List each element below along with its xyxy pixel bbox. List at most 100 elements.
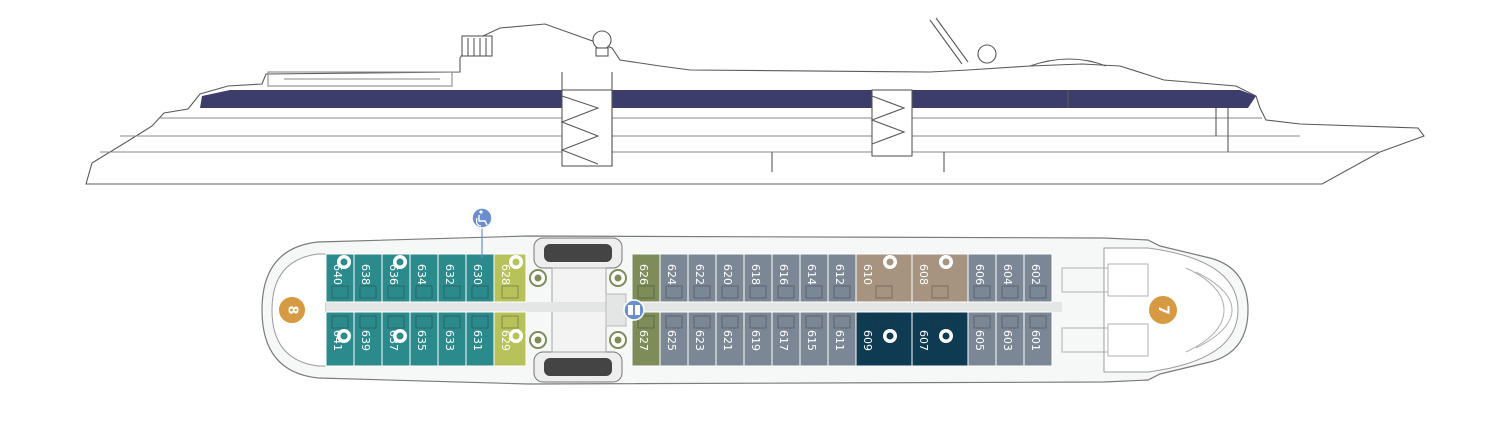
- cabin-bath: [471, 285, 489, 299]
- cabin-634[interactable]: [409, 253, 439, 303]
- cabin-bath: [721, 315, 739, 329]
- cabin-number: 640: [331, 264, 344, 285]
- cabin-bath: [415, 315, 433, 329]
- cabin-612[interactable]: [827, 253, 857, 303]
- cabin-bath: [387, 315, 405, 329]
- cabin-feature-icon-dot: [396, 332, 404, 340]
- cabin-number: 628: [499, 264, 512, 285]
- cabin-601[interactable]: [1023, 311, 1053, 367]
- cabin-number: 629: [499, 330, 512, 351]
- cabin-feature-icon-dot: [614, 336, 622, 344]
- cabin-bath: [973, 285, 991, 299]
- cabin-number: 624: [665, 264, 678, 285]
- cabin-bath: [359, 285, 377, 299]
- cabin-number: 605: [973, 330, 986, 351]
- cabin-bath: [1029, 315, 1047, 329]
- cabin-feature-icon-dot: [614, 274, 622, 282]
- cabin-number: 607: [917, 330, 930, 351]
- cabin-620[interactable]: [715, 253, 745, 303]
- cabin-number: 633: [443, 330, 456, 351]
- cabin-feature-icon-dot: [340, 258, 348, 266]
- cabin-number: 625: [665, 330, 678, 351]
- cabin-bath: [777, 285, 795, 299]
- cabin-number: 635: [415, 330, 428, 351]
- cabin-number: 606: [973, 264, 986, 285]
- cabin-number: 610: [861, 264, 874, 285]
- cabin-bath: [665, 285, 683, 299]
- cabin-615[interactable]: [799, 311, 829, 367]
- cabin-bath: [749, 285, 767, 299]
- cabin-number: 639: [359, 330, 372, 351]
- cabin-614[interactable]: [799, 253, 829, 303]
- cabin-feature-icon-dot: [512, 332, 520, 340]
- cabin-602[interactable]: [1023, 253, 1053, 303]
- cabin-603[interactable]: [995, 311, 1025, 367]
- cabin-617[interactable]: [771, 311, 801, 367]
- cabin-bath: [833, 315, 851, 329]
- cabin-number: 601: [1029, 330, 1042, 351]
- cabin-624[interactable]: [659, 253, 689, 303]
- cabin-638[interactable]: [353, 253, 383, 303]
- cabin-606[interactable]: [967, 253, 997, 303]
- cabin-604[interactable]: [995, 253, 1025, 303]
- marker-fwd: 7: [1147, 294, 1179, 326]
- elevator-icon: [623, 299, 645, 321]
- cabin-bath: [875, 315, 893, 329]
- marker-aft: 8: [277, 295, 307, 325]
- cabin-number: 622: [693, 264, 706, 285]
- cabin-622[interactable]: [687, 253, 717, 303]
- cabin-bath: [665, 315, 683, 329]
- cabin-bath: [721, 285, 739, 299]
- cabin-623[interactable]: [687, 311, 717, 367]
- cabin-number: 627: [637, 330, 650, 351]
- cabin-feature-icons: [529, 269, 627, 349]
- cabin-bath: [693, 315, 711, 329]
- cabin-number: 621: [721, 330, 734, 351]
- cabin-bath: [931, 285, 949, 299]
- cabin-bath: [331, 315, 349, 329]
- cabin-number: 604: [1001, 264, 1014, 285]
- cabin-bath: [931, 315, 949, 329]
- cabin-bath: [1001, 315, 1019, 329]
- cabin-bath: [443, 315, 461, 329]
- cabin-feature-icon-dot: [942, 332, 950, 340]
- cabin-bath: [501, 315, 519, 329]
- hull-band: [200, 90, 1256, 108]
- accessible-icon: [471, 207, 493, 258]
- cabin-number: 632: [443, 264, 456, 285]
- cabin-611[interactable]: [827, 311, 857, 367]
- cabin-631[interactable]: [465, 311, 495, 367]
- cabin-618[interactable]: [743, 253, 773, 303]
- cabin-number: 616: [777, 264, 790, 285]
- cabin-639[interactable]: [353, 311, 383, 367]
- cabin-number: 638: [359, 264, 372, 285]
- cabin-bath: [331, 285, 349, 299]
- cabin-632[interactable]: [437, 253, 467, 303]
- cabin-number: 626: [637, 264, 650, 285]
- cabin-number: 603: [1001, 330, 1014, 351]
- cabin-feature-icon-dot: [340, 332, 348, 340]
- cabin-feature-icon-dot: [396, 258, 404, 266]
- cabin-bath: [805, 285, 823, 299]
- cabin-bath: [415, 285, 433, 299]
- cabin-number: 631: [471, 330, 484, 351]
- cabin-feature-icon-dot: [886, 258, 894, 266]
- cabin-626[interactable]: [631, 253, 661, 303]
- cabin-number: 636: [387, 264, 400, 285]
- cabin-bath: [1001, 285, 1019, 299]
- marker-fwd-label: 7: [1155, 305, 1171, 315]
- cabin-number: 602: [1029, 264, 1042, 285]
- cabin-bath: [637, 285, 655, 299]
- marker-aft-label: 8: [285, 305, 300, 314]
- cabin-number: 634: [415, 264, 428, 285]
- cabin-number: 615: [805, 330, 818, 351]
- cabin-number: 614: [805, 264, 818, 285]
- cabin-616[interactable]: [771, 253, 801, 303]
- cabin-number: 612: [833, 264, 846, 285]
- cabin-bath: [501, 285, 519, 299]
- cabin-633[interactable]: [437, 311, 467, 367]
- cabin-605[interactable]: [967, 311, 997, 367]
- cabin-621[interactable]: [715, 311, 745, 367]
